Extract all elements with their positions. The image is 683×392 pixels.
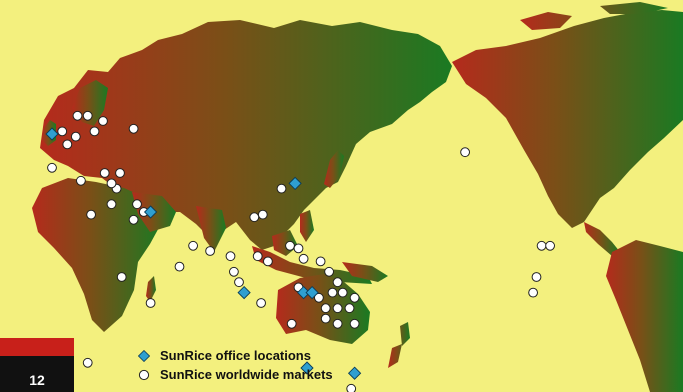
market-marker [286, 318, 297, 329]
circle-icon [138, 369, 150, 380]
landmass-philippines [300, 210, 314, 242]
market-marker [346, 383, 357, 392]
market-marker [315, 256, 326, 267]
market-marker [229, 266, 239, 277]
market-marker [460, 147, 471, 158]
market-marker [531, 272, 542, 282]
office-marker [305, 285, 319, 300]
market-marker [349, 292, 360, 303]
market-marker [344, 303, 355, 314]
market-marker [225, 251, 236, 262]
market-marker [349, 318, 360, 329]
market-marker [298, 253, 309, 264]
landmass-africa [32, 178, 162, 332]
market-marker [332, 277, 343, 288]
market-marker [293, 243, 304, 254]
market-marker [234, 277, 244, 288]
market-marker [249, 212, 260, 223]
map-legend: SunRice office locations SunRice worldwi… [138, 346, 333, 384]
landmass-new-guinea [342, 262, 388, 282]
market-marker [99, 168, 110, 178]
market-marker [47, 162, 57, 173]
office-marker [300, 361, 314, 375]
market-marker [263, 256, 273, 267]
market-marker [174, 261, 185, 272]
diamond-icon [138, 349, 150, 362]
market-marker [82, 357, 93, 368]
market-marker [115, 168, 125, 178]
market-markers [47, 110, 555, 392]
landmass-arctic-islands [520, 2, 668, 30]
market-marker [82, 110, 93, 121]
legend-market-label: SunRice worldwide markets [160, 367, 333, 382]
office-marker [288, 176, 302, 191]
market-marker [337, 287, 348, 298]
market-marker [327, 287, 338, 298]
landmass-new-zealand [388, 322, 410, 368]
market-marker [62, 139, 73, 150]
market-marker [57, 126, 68, 137]
landmass-japan [324, 150, 344, 188]
market-marker [332, 318, 343, 329]
market-marker [128, 214, 139, 225]
market-marker [276, 183, 287, 194]
landmass-indonesia [252, 246, 372, 284]
market-marker [257, 209, 268, 220]
market-marker [188, 240, 199, 251]
office-marker [45, 127, 59, 141]
landmass-central-america [584, 222, 620, 256]
legend-office-label: SunRice office locations [160, 348, 311, 363]
market-marker [536, 240, 547, 251]
landmass-india [196, 206, 226, 252]
market-marker [132, 199, 142, 210]
page-tab-red-bar [0, 338, 74, 356]
market-marker [528, 287, 538, 298]
market-marker [86, 209, 96, 220]
land-masses [32, 2, 683, 392]
market-marker [332, 303, 343, 314]
market-marker [70, 131, 81, 142]
market-marker [320, 313, 331, 324]
office-marker [347, 366, 362, 380]
market-marker [106, 199, 117, 210]
market-marker [314, 292, 324, 303]
landmass-north-america [452, 10, 683, 228]
page-number-tab: 12 [0, 338, 74, 392]
legend-market: SunRice worldwide markets [138, 365, 333, 384]
market-marker [76, 175, 86, 186]
market-marker [252, 251, 263, 262]
market-marker [98, 116, 108, 126]
office-marker [237, 285, 251, 300]
market-marker [145, 298, 156, 308]
market-marker [72, 110, 83, 121]
landmass-south-america [606, 240, 683, 392]
market-marker [320, 303, 331, 314]
market-marker [205, 246, 216, 256]
market-marker [106, 178, 117, 189]
landmass-madagascar [146, 276, 156, 302]
market-marker [89, 126, 100, 137]
office-markers [45, 127, 362, 380]
market-marker [128, 123, 139, 134]
market-marker [116, 272, 127, 282]
market-marker [285, 240, 295, 251]
market-marker [256, 298, 267, 308]
page-number: 12 [0, 356, 74, 392]
office-marker [143, 205, 158, 219]
legend-office: SunRice office locations [138, 346, 333, 365]
landmass-eurasia [40, 20, 452, 250]
market-marker [324, 266, 335, 277]
market-marker [545, 240, 555, 251]
